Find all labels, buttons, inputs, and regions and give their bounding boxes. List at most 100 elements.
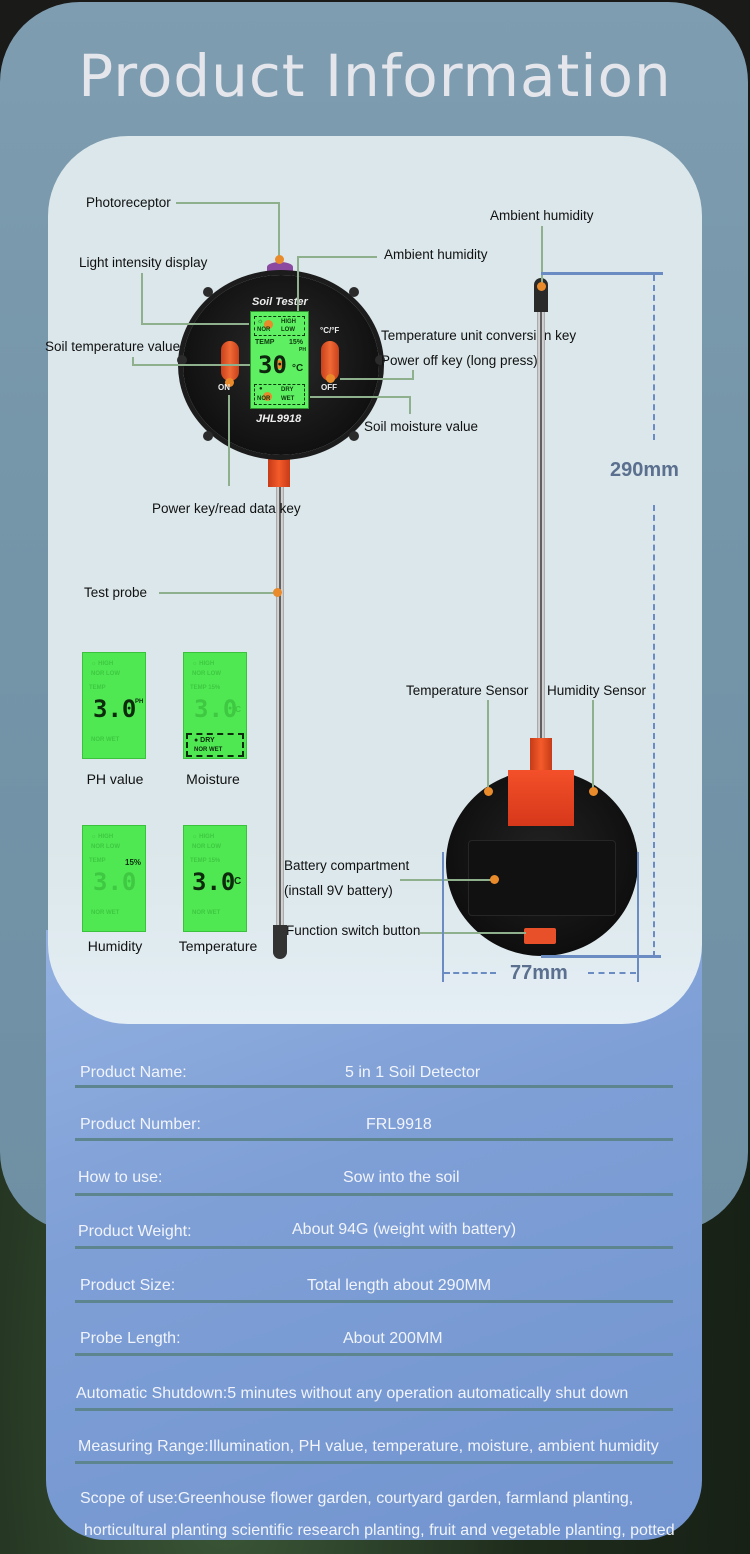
- leader-line: [176, 202, 279, 204]
- mini-value: 3.0: [93, 868, 137, 896]
- spec-row-scope: Scope of use:Greenhouse flower garden, c…: [80, 1490, 633, 1508]
- callout-dot: [264, 320, 273, 329]
- sun-icon: ☼: [257, 318, 264, 325]
- lcd-high: HIGH: [281, 319, 296, 325]
- off-label: OFF: [321, 383, 337, 392]
- callout-ambient-humidity-probe: Ambient humidity: [490, 208, 594, 223]
- callout-test-probe: Test probe: [84, 585, 148, 600]
- lcd-main-value: 30: [258, 351, 287, 379]
- lcd-low: LOW: [281, 327, 295, 333]
- mini-value: 3.0: [192, 868, 236, 896]
- leader-line: [487, 700, 489, 788]
- row-divider: [75, 1138, 673, 1141]
- leader-line: [278, 202, 280, 260]
- callout-photoreceptor: Photoreceptor: [86, 195, 171, 210]
- mini-caption: Temperature: [178, 938, 258, 954]
- spec-value: About 94G (weight with battery): [292, 1221, 517, 1238]
- spec-label: Probe Length:: [80, 1330, 181, 1347]
- spec-value: 5 minutes without any operation automati…: [227, 1385, 629, 1402]
- callout-humidity-sensor: Humidity Sensor: [547, 683, 647, 698]
- probe-collar: [268, 455, 290, 487]
- mini-caption: Moisture: [186, 771, 240, 787]
- width-dimension: 77mm: [510, 962, 568, 984]
- power-on-button[interactable]: [221, 341, 239, 381]
- lcd-wet: WET: [281, 396, 295, 402]
- unit-key-label: °C/°F: [320, 326, 340, 335]
- callout-dot: [273, 588, 282, 597]
- spec-value: About 200MM: [343, 1330, 443, 1347]
- spec-value: Sow into the soil: [343, 1169, 460, 1186]
- spec-label: Product Size:: [80, 1277, 176, 1294]
- spec-label: Product Number:: [80, 1116, 201, 1133]
- mini-caption: Humidity: [87, 938, 143, 954]
- row-divider: [75, 1408, 673, 1411]
- grip-nub: [375, 355, 385, 365]
- dimension-line: [444, 972, 496, 974]
- lcd-light-nor: NOR: [257, 327, 271, 333]
- callout-battery-line1: Battery compartment: [284, 858, 410, 873]
- callout-dot: [490, 875, 499, 884]
- lcd-moist-nor: NOR: [257, 396, 271, 402]
- dimension-line: [541, 955, 661, 958]
- grip-nub: [203, 431, 213, 441]
- row-divider: [75, 1461, 673, 1464]
- spec-label: Scope of use:: [80, 1490, 178, 1507]
- spec-value: Illumination, PH value, temperature, moi…: [208, 1438, 659, 1455]
- callout-temp-unit-key: Temperature unit conversion key: [381, 328, 577, 343]
- spec-value: Greenhouse flower garden, courtyard gard…: [177, 1490, 634, 1507]
- lcd-unit: °C: [292, 363, 304, 374]
- spec-label: How to use:: [78, 1169, 163, 1186]
- leader-line: [228, 395, 230, 486]
- lcd-dry: DRY: [281, 387, 294, 393]
- leader-line: [141, 273, 143, 325]
- power-off-button[interactable]: [321, 341, 339, 381]
- callout-dot: [275, 255, 284, 264]
- dimension-line: [653, 275, 655, 440]
- dimension-line: [637, 852, 639, 982]
- spec-value: 5 in 1 Soil Detector: [345, 1064, 481, 1081]
- light-zone: [254, 316, 305, 336]
- callout-ambient-humidity-display: Ambient humidity: [384, 247, 488, 262]
- row-divider: [75, 1246, 673, 1249]
- test-probe: [276, 485, 284, 945]
- dimension-line: [541, 272, 663, 275]
- spec-row-range: Measuring Range:Illumination, PH value, …: [78, 1438, 659, 1456]
- leader-line: [132, 357, 134, 365]
- water-drop-icon: ●: [259, 386, 263, 392]
- mini-suffix: 15%: [125, 858, 142, 867]
- mini-value: 3.0: [194, 695, 238, 723]
- callout-soil-moisture: Soil moisture value: [364, 419, 479, 434]
- lcd-humidity-value: 15%: [289, 339, 304, 346]
- row-divider: [75, 1300, 673, 1303]
- leader-line: [409, 396, 411, 414]
- top-clip: [508, 770, 574, 826]
- leader-line: [420, 932, 526, 934]
- leader-line: [592, 700, 594, 788]
- dimension-line: [442, 852, 444, 982]
- leader-line: [340, 378, 414, 380]
- grip-nub: [349, 287, 359, 297]
- grip-nub: [177, 355, 187, 365]
- row-divider: [75, 1353, 673, 1356]
- function-switch[interactable]: [524, 928, 556, 944]
- leader-line: [141, 323, 249, 325]
- callout-temperature-sensor: Temperature Sensor: [406, 683, 529, 698]
- spec-label: Automatic Shutdown:: [76, 1385, 228, 1402]
- mini-suffix: °C: [230, 876, 242, 887]
- leader-line: [310, 396, 411, 398]
- probe-tip: [273, 925, 287, 959]
- lcd-ph-label: PH: [299, 347, 306, 353]
- callout-power-key: Power key/read data key: [152, 501, 301, 516]
- callout-dot: [326, 374, 335, 383]
- brand-label: Soil Tester: [252, 296, 308, 308]
- callout-dot: [589, 787, 598, 796]
- callout-dot: [225, 378, 234, 387]
- mini-suffix: °C: [232, 705, 241, 714]
- callout-dot: [484, 787, 493, 796]
- leader-line: [541, 226, 543, 284]
- callout-soil-temperature: Soil temperature value: [45, 339, 181, 354]
- callout-battery-line2: (install 9V battery): [284, 883, 393, 898]
- row-divider: [75, 1193, 673, 1196]
- leader-line: [132, 364, 250, 366]
- page-title: Product Information: [78, 42, 672, 110]
